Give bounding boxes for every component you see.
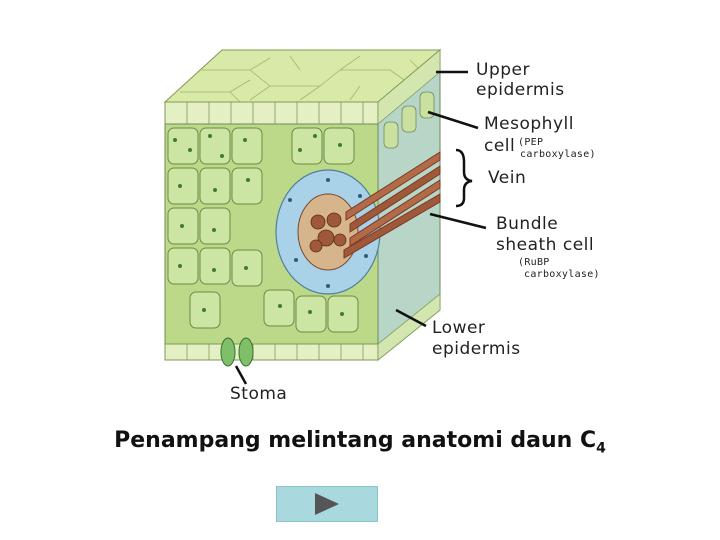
label-stoma: Stoma <box>230 384 288 404</box>
label-bundle: Bundle <box>496 214 559 234</box>
label-mesophyll: Mesophyll <box>484 114 574 134</box>
label-vein: Vein <box>488 168 527 188</box>
caption-text: Penampang melintang anatomi daun C <box>114 428 597 453</box>
label-pep: (PEP <box>518 137 544 148</box>
lower-epidermis-front <box>164 343 379 361</box>
label-rubp: (RuBP <box>518 257 550 268</box>
vein-strands <box>343 151 441 259</box>
play-triangle-icon <box>315 493 339 515</box>
label-mesophyll-cell: cell <box>484 136 516 156</box>
label-lower: Lower <box>432 318 486 338</box>
label-rubp-carboxylase: carboxylase) <box>524 269 600 280</box>
label-upper: Upper <box>476 60 530 80</box>
caption-subscript: 4 <box>596 440 606 457</box>
stoma-guard-cells <box>220 337 254 367</box>
label-sheath-cell: sheath cell <box>496 235 595 255</box>
label-pep-carboxylase: carboxylase) <box>520 149 596 160</box>
next-slide-button[interactable] <box>276 486 378 522</box>
caption-title: Penampang melintang anatomi daun C4 <box>0 428 720 456</box>
label-leader-lines <box>234 70 487 385</box>
label-lower-epidermis: epidermis <box>432 339 521 359</box>
upper-epidermis-front <box>164 101 379 125</box>
label-upper-epidermis: epidermis <box>476 80 565 100</box>
